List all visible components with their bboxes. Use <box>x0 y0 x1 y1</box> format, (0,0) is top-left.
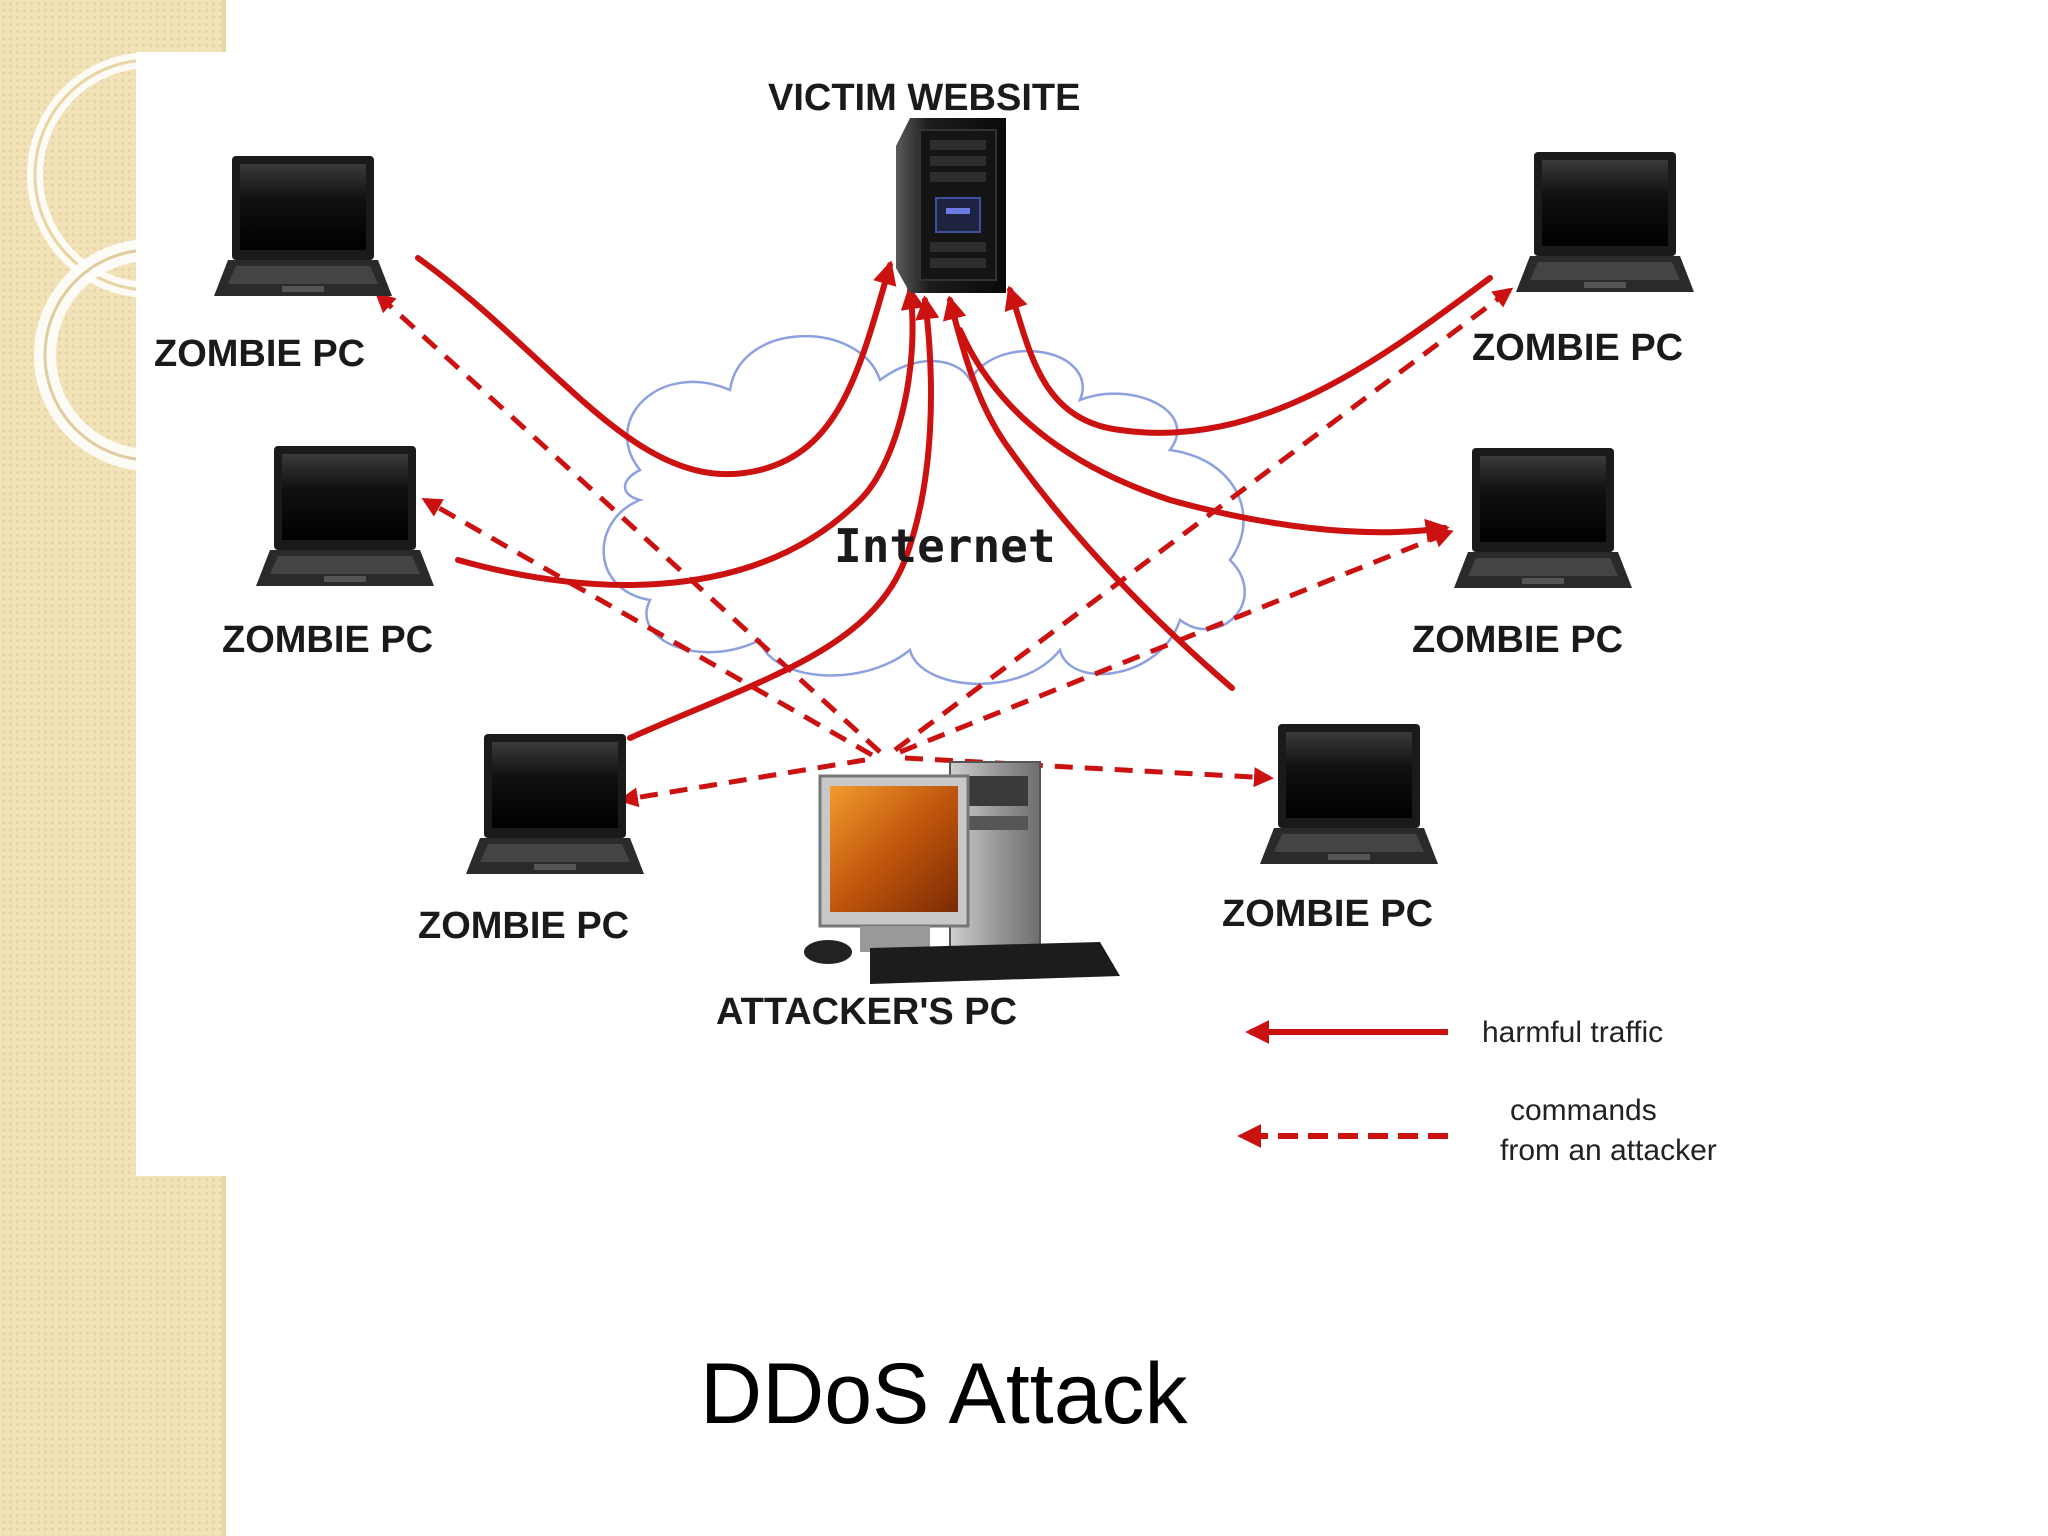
traffic-zombie4-to-victim <box>1004 275 1493 436</box>
internet-cloud <box>602 335 1246 686</box>
zombie-pc-5: ZOMBIE PC <box>1412 448 1632 661</box>
zombie-pc-label: ZOMBIE PC <box>1412 619 1623 661</box>
legend-commands-line1: commands <box>1510 1094 1657 1127</box>
traffic-zombie2-to-victim <box>455 285 925 588</box>
laptop-icon <box>1260 724 1438 864</box>
laptop-icon <box>256 446 434 586</box>
command-to-zombie4 <box>893 287 1514 753</box>
command-to-zombie5 <box>899 528 1454 755</box>
command-to-zombie1 <box>375 292 882 754</box>
traffic-zombie6-to-victim <box>943 295 1235 691</box>
laptop-icon <box>466 734 644 874</box>
zombie-pc-4: ZOMBIE PC <box>1472 152 1694 369</box>
zombie-pc-1: ZOMBIE PC <box>154 156 392 375</box>
traffic-victim-to-zombie5 <box>957 327 1450 543</box>
zombie-pc-label: ZOMBIE PC <box>1222 893 1433 935</box>
victim-label: VICTIM WEBSITE <box>768 77 1080 119</box>
laptop-icon <box>1454 448 1632 588</box>
desktop-computer-icon <box>804 761 1120 984</box>
zombie-pc-label: ZOMBIE PC <box>222 619 433 661</box>
legend: harmful traffic commands from an attacke… <box>1237 1016 1717 1167</box>
command-to-zombie2 <box>421 497 874 758</box>
attacker-label: ATTACKER'S PC <box>716 991 1017 1033</box>
internet-label: Internet <box>834 519 1056 573</box>
legend-commands-line2: from an attacker <box>1500 1134 1717 1167</box>
command-to-zombie3 <box>618 757 866 808</box>
legend-harmful-traffic: harmful traffic <box>1482 1016 1663 1049</box>
slide-title: DDoS Attack <box>700 1346 1188 1442</box>
laptop-icon <box>214 156 392 296</box>
traffic-zombie3-to-victim <box>627 295 940 741</box>
laptop-icon <box>1516 152 1694 292</box>
harmful-traffic-arrows <box>415 255 1493 741</box>
zombie-pc-label: ZOMBIE PC <box>418 905 629 947</box>
zombie-pc-label: ZOMBIE PC <box>154 333 365 375</box>
zombie-pc-label: ZOMBIE PC <box>1472 327 1683 369</box>
zombie-pc-3: ZOMBIE PC <box>418 734 644 947</box>
server-tower-icon <box>896 118 1006 293</box>
traffic-zombie1-to-victim <box>415 255 897 478</box>
zombie-pc-2: ZOMBIE PC <box>222 446 434 661</box>
zombie-pc-6: ZOMBIE PC <box>1222 724 1438 935</box>
